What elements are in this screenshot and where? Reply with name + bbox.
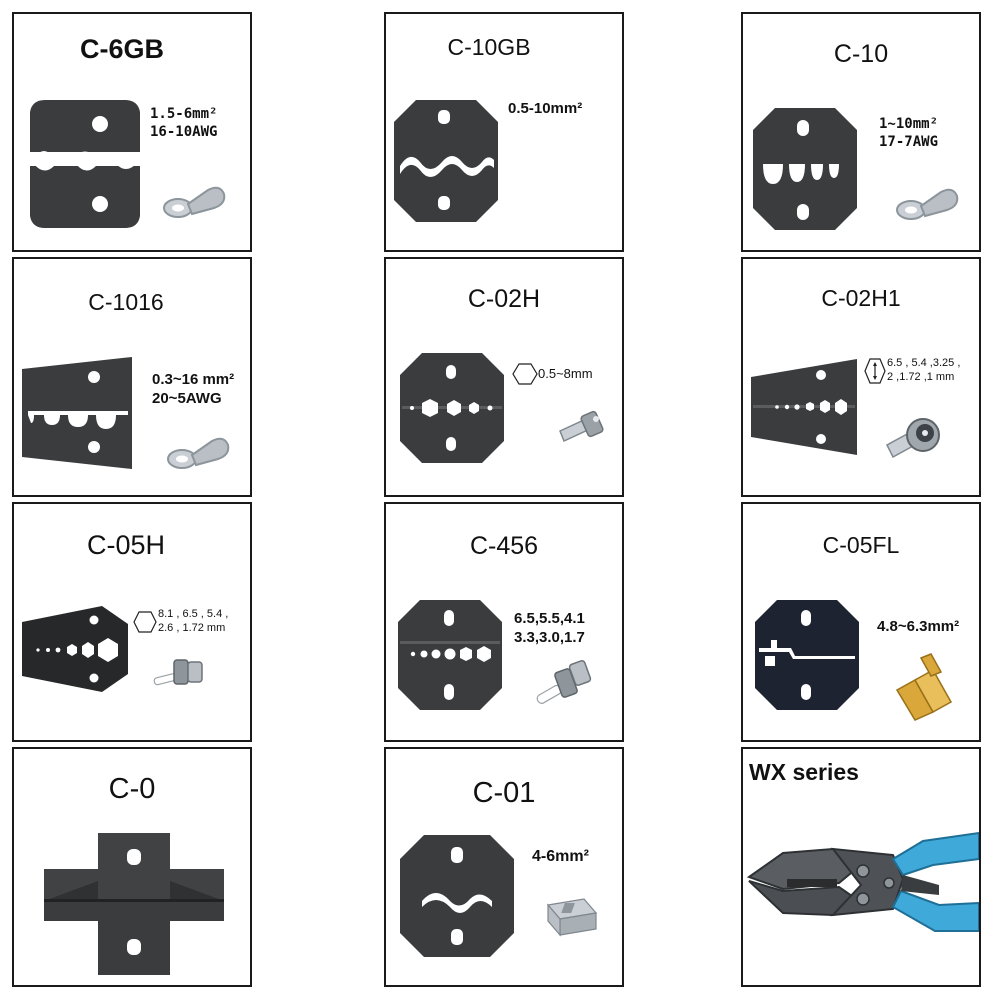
die-cell-c-10gb: C-10GB 0.5-10mm²	[384, 12, 624, 252]
die-title: C-05H	[86, 530, 166, 560]
crimp-die-image	[400, 835, 514, 957]
sma-connector-image	[536, 660, 592, 704]
spec-line: 4-6mm²	[532, 848, 589, 865]
crimp-die-image	[751, 359, 857, 455]
crimp-die-image	[400, 353, 504, 463]
die-title: C-6GB	[79, 34, 164, 64]
spec-line: 6.5 , 5.4 ,3.25 ,	[887, 357, 961, 370]
crimp-die-image	[30, 100, 140, 228]
die-cell-c-05h: C-05H 8.1 , 6.5 , 5.4 , 2.6 , 1.72 mm	[12, 502, 252, 742]
crimp-die-image	[753, 108, 857, 230]
spec-line: 20~5AWG	[152, 389, 222, 407]
crimp-die-image	[755, 600, 859, 710]
spec-line: 16-10AWG	[150, 123, 218, 140]
spec-line: 6.5,5.5,4.1	[514, 610, 585, 627]
die-title: C-01	[472, 777, 536, 809]
spec-line: 0.3~16 mm²	[152, 371, 235, 388]
spec-text: 0.5-10mm²	[508, 100, 582, 119]
hexagon-icon	[864, 358, 886, 384]
die-cell-c-05fl: C-05FL 4.8~6.3mm²	[741, 502, 981, 742]
die-cell-c-10: C-10 1~10mm² 17-7AWG	[741, 12, 981, 252]
spec-line: 8.1 , 6.5 , 5.4 ,	[158, 608, 229, 620]
spec-line: 17-7AWG	[879, 133, 939, 150]
crimp-die-image	[22, 357, 132, 469]
spec-text: 0.5~8mm	[512, 363, 593, 385]
crimp-die-image	[22, 606, 128, 692]
die-title: C-10GB	[447, 34, 531, 60]
spec-text: 1.5-6mm² 16-10AWG	[150, 106, 217, 141]
spec-text: 8.1 , 6.5 , 5.4 , 2.6 , 1.72 mm	[132, 608, 228, 636]
spec-text: 6.5,5.5,4.1 3.3,3.0,1.7	[514, 610, 585, 648]
die-cell-c-01: C-01 4-6mm²	[384, 747, 624, 987]
die-title: C-456	[469, 532, 539, 560]
spec-text: 6.5 , 5.4 ,3.25 , 2 ,1.72 ,1 mm	[863, 357, 960, 385]
hexagon-icon	[512, 363, 538, 385]
tool-series-title: WX series	[749, 759, 859, 785]
die-title: C-02H1	[821, 285, 901, 311]
hexagon-icon	[133, 611, 157, 633]
die-cell-c-1016: C-1016 0.3~16 mm² 20~5AWG	[12, 257, 252, 497]
spec-line: 4.8~6.3mm²	[877, 618, 960, 635]
spec-text: 1~10mm² 17-7AWG	[879, 116, 938, 151]
die-cell-c-0: C-0	[12, 747, 252, 987]
sma-connector-image	[153, 659, 203, 686]
crimp-die-image	[394, 100, 498, 222]
crimp-die-image	[44, 833, 224, 975]
spec-text: 4-6mm²	[532, 847, 589, 867]
bnc-connector-image	[886, 418, 940, 459]
bnc-connector-image	[559, 410, 604, 443]
spec-line: 2 ,1.72 ,1 mm	[887, 371, 955, 383]
flat-terminal-image	[546, 898, 598, 937]
die-title: C-0	[108, 773, 156, 805]
die-cell-c-456: C-456 6.5,5.5,4.1 3.3,3.0,1.7	[384, 502, 624, 742]
spec-text: 0.3~16 mm² 20~5AWG	[152, 371, 234, 409]
ring-terminal-image	[896, 188, 959, 220]
tool-cell-wx-series: WX series	[741, 747, 981, 987]
die-title: C-10	[833, 40, 889, 68]
crimping-plier-image	[746, 831, 979, 932]
spade-terminal-image	[895, 653, 953, 721]
spec-line: 0.5~8mm	[538, 365, 593, 381]
die-cell-c-02h: C-02H 0.5~8mm	[384, 257, 624, 497]
crimp-die-image	[398, 600, 502, 710]
spec-line: 2.6 , 1.72 mm	[158, 621, 226, 634]
die-title: C-1016	[88, 289, 164, 315]
spec-line: 1.5-6mm²	[150, 106, 218, 122]
die-title: C-05FL	[822, 532, 900, 558]
spec-line: 0.5-10mm²	[508, 100, 583, 117]
die-cell-c-6gb: C-6GB 1.5-6mm² 16-10AWG	[12, 12, 252, 252]
spec-line: 1~10mm²	[879, 116, 939, 132]
ring-terminal-image	[163, 186, 226, 218]
ring-terminal-image	[167, 437, 230, 469]
die-title: C-02H	[467, 285, 541, 313]
spec-line: 3.3,3.0,1.7	[514, 628, 585, 646]
die-cell-c-02h1: C-02H1 6.5 , 5.4 ,3.25 , 2 ,1.72 ,1 mm	[741, 257, 981, 497]
spec-text: 4.8~6.3mm²	[877, 618, 959, 637]
